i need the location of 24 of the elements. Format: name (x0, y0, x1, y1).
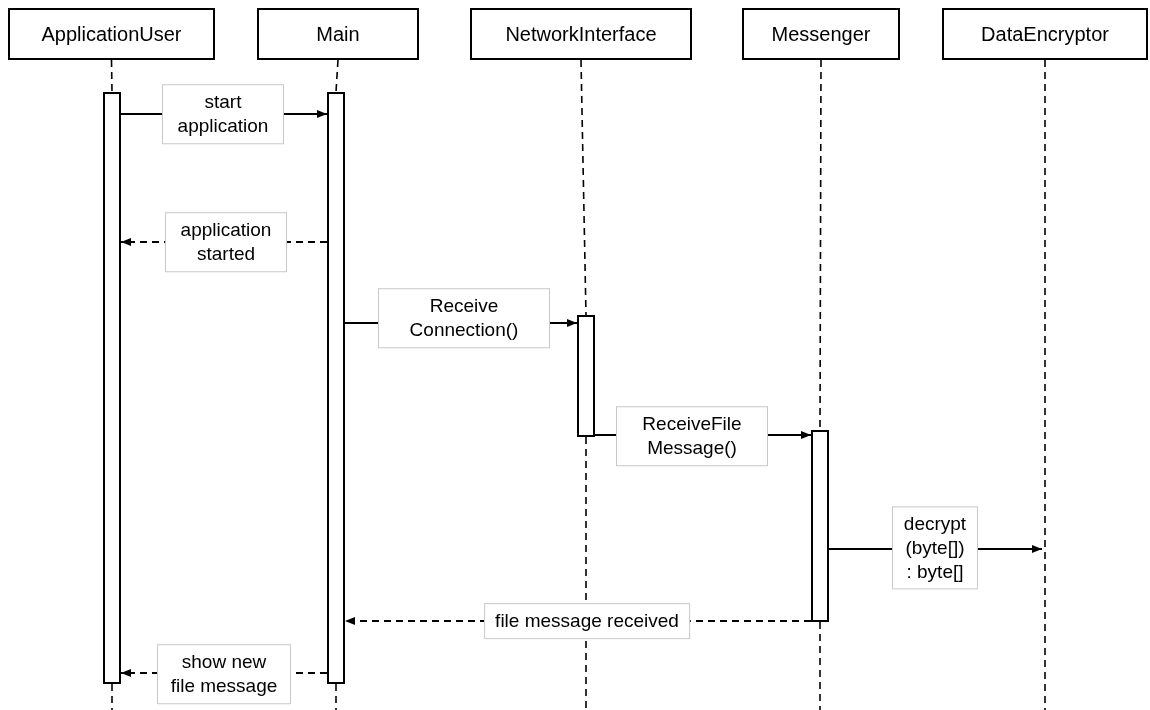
lifeline (335, 683, 337, 710)
lifeline (819, 621, 821, 710)
lifeline (335, 59, 339, 93)
lifeline (111, 683, 113, 710)
activation-bar (811, 430, 829, 622)
lifeline (585, 436, 587, 710)
lifeline (1044, 59, 1046, 710)
lifeline-head-box: Main (257, 8, 419, 60)
edge-label: ReceiveFile Message() (616, 406, 768, 466)
lifeline-head-box: ApplicationUser (8, 8, 215, 60)
lifeline-head-box: NetworkInterface (470, 8, 692, 60)
lifeline (580, 59, 587, 316)
edge-label: decrypt (byte[]) : byte[] (892, 506, 978, 590)
edge-label: Receive Connection() (378, 288, 550, 348)
activation-bar (577, 315, 595, 437)
lifeline-head-box: Messenger (742, 8, 900, 60)
activation-bar (327, 92, 345, 684)
edge-label: start application (162, 84, 284, 144)
activation-bar (103, 92, 121, 684)
edge-label: show new file message (157, 644, 291, 704)
lifeline-head-box: DataEncryptor (942, 8, 1148, 60)
edge-label: file message received (484, 603, 690, 639)
edge-label: application started (165, 212, 287, 272)
lifeline (110, 59, 113, 93)
